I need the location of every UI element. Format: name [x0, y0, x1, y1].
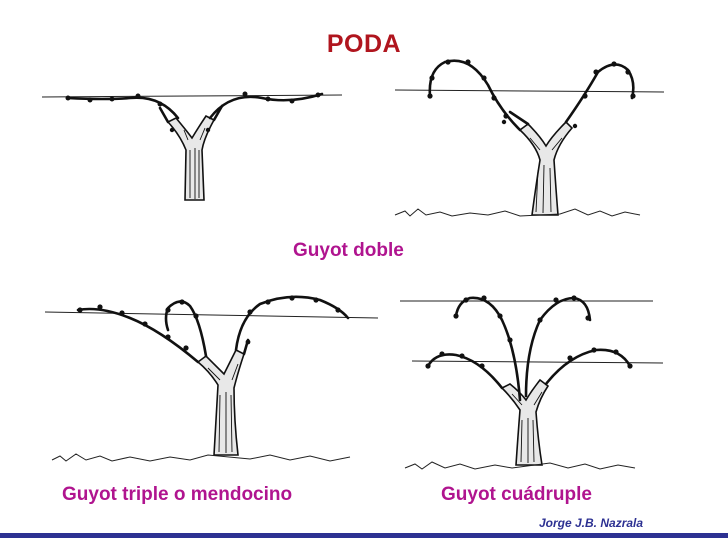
caption-guyot-cuadruple: Guyot cuádruple — [441, 484, 592, 505]
vine-bottom-right — [400, 295, 664, 470]
vine-top-left — [41, 91, 343, 201]
caption-guyot-doble: Guyot doble — [293, 240, 404, 261]
slide-title: PODA — [326, 30, 402, 58]
vine-bottom-left — [44, 295, 379, 462]
caption-guyot-triple: Guyot triple o mendocino — [62, 484, 293, 505]
author-credit: Jorge J.B. Nazrala — [539, 516, 644, 530]
vine-top-right — [394, 59, 665, 217]
footer-bar — [0, 533, 728, 538]
